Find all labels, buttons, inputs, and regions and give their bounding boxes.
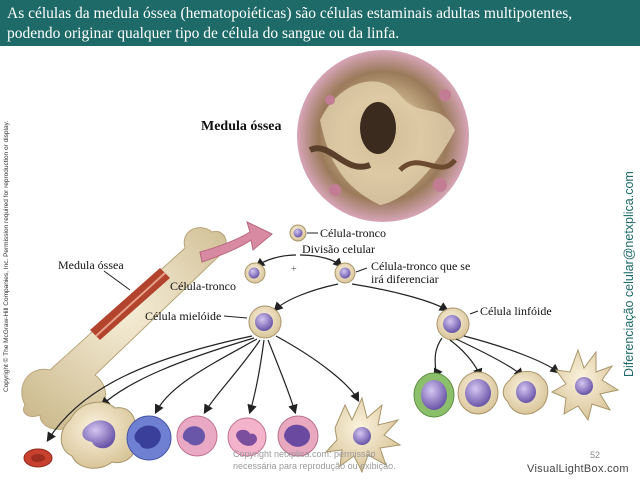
dendritic-cell	[550, 348, 620, 422]
bone-label: Medula óssea	[58, 258, 124, 272]
stem-cell-right-label-2: irá diferenciar	[371, 272, 439, 286]
copyright-notice: Copyright © The McGraw-Hill Companies, I…	[3, 120, 10, 392]
stem-cell-right-label-1: Célula-tronco que se	[371, 259, 471, 273]
myeloid-leader	[223, 315, 248, 319]
natural-killer-cell	[413, 372, 455, 418]
neutrophil	[227, 417, 267, 457]
myeloid-label: Célula mielóide	[145, 309, 222, 323]
arrow-to-lymphoid	[351, 283, 450, 312]
watermark: Copyright netxplica.com: permissão neces…	[233, 448, 443, 472]
watermark-line-2: necessária para reprodução ou exibição.	[233, 461, 396, 471]
stem-cell-top	[289, 224, 307, 242]
macrophage	[324, 396, 402, 474]
myeloid-cell	[248, 305, 282, 339]
lymphoid-cell	[436, 307, 470, 341]
bone-illustration	[21, 227, 227, 430]
erythrocyte	[23, 448, 53, 468]
lymphoid-leader	[469, 310, 479, 315]
footer-brand: VisualLightBox.com	[527, 463, 629, 475]
bone-marrow-micrograph	[297, 50, 469, 222]
pink-arrow	[199, 221, 273, 263]
bone-label-leader	[103, 270, 131, 291]
side-credit: Diferenciação celular@netxplica.com	[622, 171, 636, 377]
micrograph-title: Medula óssea	[201, 119, 282, 134]
stem-cell-left-label: Célula-tronco	[170, 279, 236, 293]
b-lymphocyte	[457, 371, 499, 415]
header-line-2: podendo originar qualquer tipo de célula…	[7, 25, 400, 42]
eosinophil	[176, 415, 218, 457]
arrow-to-myeloid	[273, 283, 339, 312]
megakaryocyte	[60, 401, 137, 469]
stem-cell-right	[334, 262, 356, 284]
stem-right-leader	[355, 267, 368, 273]
stem-cell-left	[244, 262, 266, 284]
cell-division-label: Divisão celular	[302, 242, 375, 256]
stem-cell-top-label: Célula-tronco	[320, 226, 386, 240]
myeloid-arrows	[46, 335, 360, 443]
lymphoid-arrows	[433, 335, 560, 379]
header-banner: As células da medula óssea (hematopoiéti…	[0, 0, 640, 46]
watermark-line-1: Copyright netxplica.com: permissão	[233, 449, 376, 459]
monocyte	[277, 415, 319, 457]
header-line-1: As células da medula óssea (hematopoiéti…	[7, 5, 573, 22]
page-number: 52	[590, 450, 601, 460]
plus-sign: +	[291, 264, 297, 275]
basophil	[126, 415, 172, 461]
lymphoid-label: Célula linfóide	[480, 304, 552, 318]
t-lymphocyte	[502, 371, 549, 415]
